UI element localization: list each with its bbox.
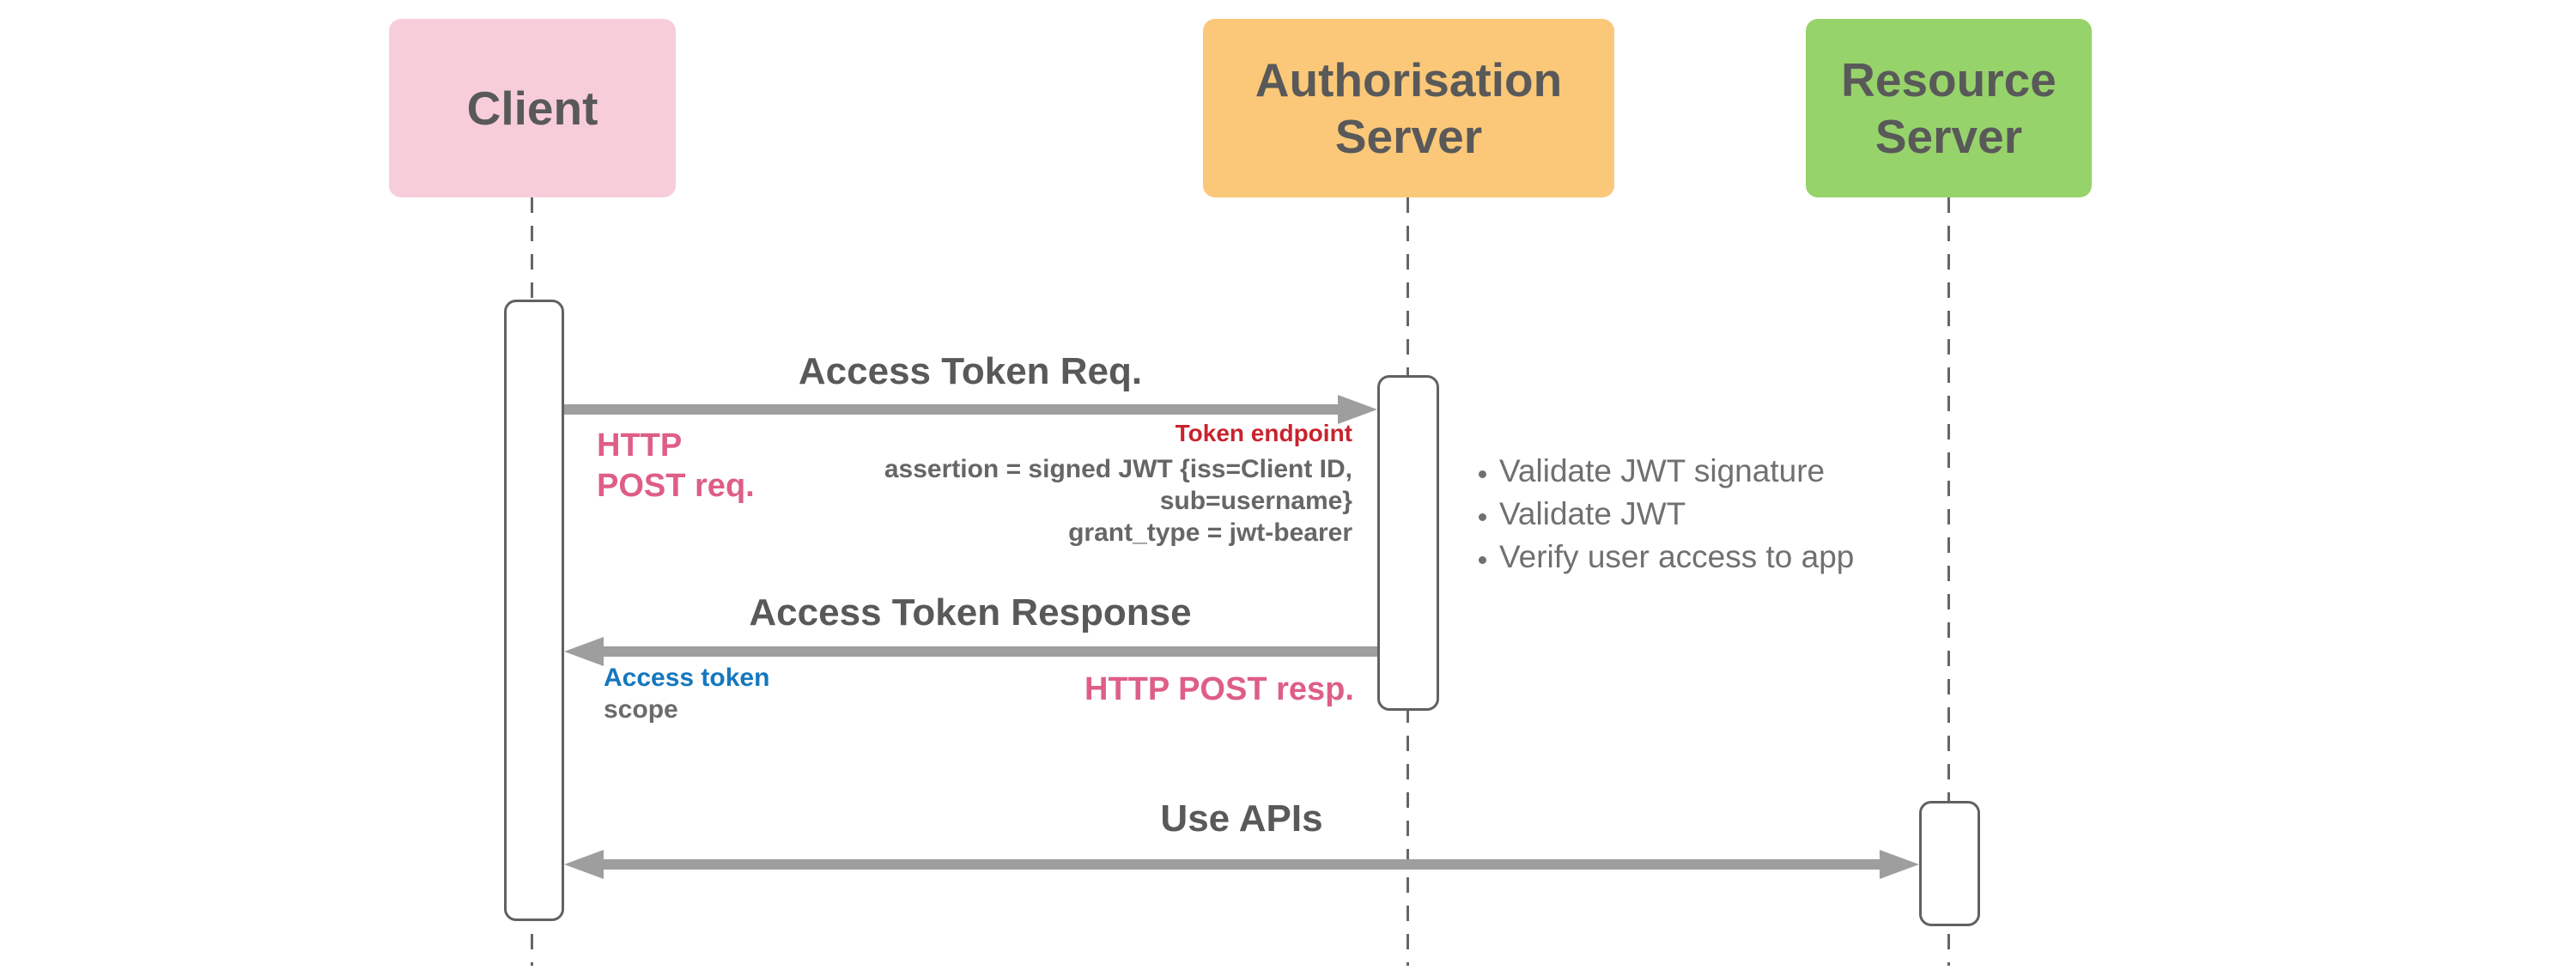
- authorisation-server-participant-box: Authorisation Server: [1203, 19, 1614, 197]
- http-post-response-note: HTTP POST resp.: [1084, 671, 1354, 707]
- task-list-item: Validate JWT signature: [1499, 450, 1868, 493]
- scope-note: scope: [604, 695, 678, 724]
- client-participant-box: Client: [389, 19, 676, 197]
- http-post-request-note: HTTP POST req.: [597, 427, 755, 504]
- use-apis-title: Use APIs: [1160, 797, 1323, 840]
- task-list-item: Validate JWT: [1499, 493, 1868, 536]
- resource-server-activation-bar: [1919, 801, 1980, 926]
- request-parameters-note: assertion = signed JWT {iss=Client ID, s…: [884, 455, 1352, 547]
- use-apis-arrow: [603, 859, 1880, 870]
- arrowhead-right-icon: [1338, 395, 1377, 424]
- auth-server-task-list: Validate JWT signature Validate JWT Veri…: [1444, 450, 1868, 579]
- access-token-note: Access token: [604, 664, 770, 692]
- resource-server-participant-label: Resource Server: [1841, 53, 2057, 163]
- client-participant-label: Client: [466, 82, 598, 135]
- arrowhead-left-icon: [564, 850, 604, 879]
- task-list-item: Verify user access to app: [1499, 536, 1868, 579]
- client-activation-bar: [504, 300, 564, 921]
- token-endpoint-note: Token endpoint: [1175, 420, 1352, 446]
- access-token-response-arrow: [603, 646, 1377, 657]
- authorisation-server-participant-label: Authorisation Server: [1255, 53, 1563, 163]
- arrowhead-right-icon: [1880, 850, 1919, 879]
- access-token-response-title: Access Token Response: [749, 591, 1192, 634]
- resource-server-lifeline: [1947, 197, 1950, 966]
- access-token-request-title: Access Token Req.: [798, 350, 1143, 392]
- authorisation-server-activation-bar: [1377, 375, 1439, 711]
- arrowhead-left-icon: [564, 637, 604, 666]
- access-token-request-arrow: [564, 404, 1338, 415]
- resource-server-participant-box: Resource Server: [1806, 19, 2092, 197]
